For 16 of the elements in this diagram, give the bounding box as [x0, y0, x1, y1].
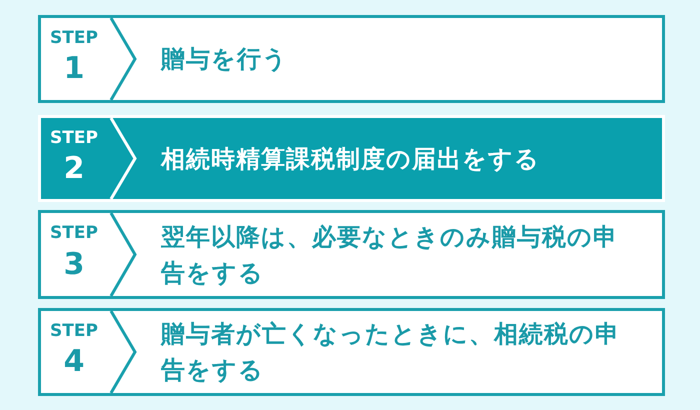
step-number: 3 — [62, 248, 86, 280]
step-text: 翌年以降は、必要なときのみ贈与税の申告をする — [161, 222, 619, 288]
step-text: 贈与者が亡くなったときに、相続税の申告をする — [161, 319, 621, 386]
step-text: 贈与を行う — [161, 44, 289, 75]
step-label: STEP — [49, 128, 99, 148]
step-label: STEP — [49, 223, 99, 243]
step-label: STEP — [49, 28, 99, 48]
step-number: 1 — [62, 53, 86, 85]
step-label: STEP — [49, 321, 99, 341]
step-box — [38, 115, 665, 202]
step-box — [38, 210, 665, 299]
step-box — [38, 308, 665, 396]
step-number: 4 — [62, 346, 86, 378]
step-number: 2 — [62, 152, 86, 184]
step-box — [38, 15, 665, 103]
step-text: 相続時精算課税制度の届出をする — [161, 144, 541, 174]
